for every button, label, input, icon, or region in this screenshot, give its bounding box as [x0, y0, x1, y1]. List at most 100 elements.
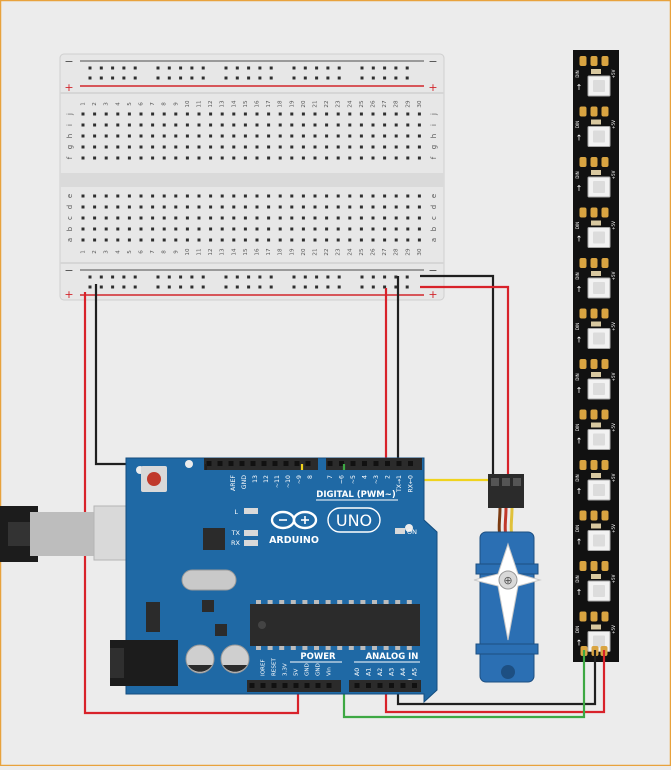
rail-hole[interactable]	[360, 275, 364, 279]
rail-hole[interactable]	[303, 66, 307, 70]
breadboard-hole[interactable]	[406, 238, 410, 242]
breadboard-hole[interactable]	[232, 112, 236, 116]
header-socket[interactable]	[228, 461, 234, 466]
rail-hole[interactable]	[190, 275, 194, 279]
header-socket[interactable]	[283, 461, 289, 466]
breadboard-hole[interactable]	[116, 134, 120, 138]
breadboard-hole[interactable]	[267, 227, 271, 231]
breadboard-hole[interactable]	[185, 227, 189, 231]
rail-hole[interactable]	[405, 275, 409, 279]
breadboard-hole[interactable]	[162, 145, 166, 149]
breadboard-hole[interactable]	[162, 112, 166, 116]
rail-hole[interactable]	[111, 285, 115, 289]
wire-red-5v-to-rail[interactable]	[83, 292, 300, 715]
rail-hole[interactable]	[371, 66, 375, 70]
breadboard-hole[interactable]	[209, 194, 213, 198]
breadboard-hole[interactable]	[127, 123, 131, 127]
rail-hole[interactable]	[133, 66, 137, 70]
breadboard-hole[interactable]	[313, 145, 317, 149]
breadboard-hole[interactable]	[116, 194, 120, 198]
breadboard-hole[interactable]	[116, 123, 120, 127]
breadboard-hole[interactable]	[139, 123, 143, 127]
breadboard-hole[interactable]	[81, 112, 85, 116]
rail-hole[interactable]	[337, 285, 341, 289]
neopixel-strip[interactable]: ↑DIN+5V↑DIN+5V↑DIN+5V↑DIN+5V↑DIN+5V↑DIN+…	[573, 50, 619, 662]
breadboard-hole[interactable]	[104, 123, 108, 127]
breadboard-hole[interactable]	[127, 205, 131, 209]
breadboard-hole[interactable]	[348, 123, 352, 127]
rail-hole[interactable]	[156, 66, 160, 70]
rail-hole[interactable]	[179, 76, 183, 80]
breadboard-hole[interactable]	[278, 227, 282, 231]
rail-hole[interactable]	[235, 66, 239, 70]
breadboard-hole[interactable]	[417, 156, 421, 160]
breadboard-hole[interactable]	[116, 156, 120, 160]
breadboard-hole[interactable]	[394, 145, 398, 149]
breadboard-hole[interactable]	[127, 112, 131, 116]
breadboard-hole[interactable]	[371, 205, 375, 209]
breadboard-hole[interactable]	[185, 134, 189, 138]
breadboard-hole[interactable]	[313, 238, 317, 242]
breadboard-hole[interactable]	[162, 156, 166, 160]
breadboard-hole[interactable]	[185, 194, 189, 198]
breadboard-hole[interactable]	[278, 156, 282, 160]
rail-hole[interactable]	[383, 275, 387, 279]
breadboard-hole[interactable]	[383, 194, 387, 198]
header-socket[interactable]	[408, 461, 413, 466]
breadboard-hole[interactable]	[301, 205, 305, 209]
rail-hole[interactable]	[315, 285, 319, 289]
header-socket[interactable]	[327, 461, 333, 466]
breadboard-hole[interactable]	[417, 145, 421, 149]
breadboard-hole[interactable]	[336, 194, 340, 198]
breadboard-hole[interactable]	[371, 238, 375, 242]
rail-hole[interactable]	[224, 275, 228, 279]
breadboard-hole[interactable]	[325, 123, 329, 127]
breadboard-hole[interactable]	[81, 238, 85, 242]
breadboard-hole[interactable]	[278, 205, 282, 209]
rail-hole[interactable]	[167, 66, 171, 70]
breadboard-hole[interactable]	[243, 216, 247, 220]
rail-hole[interactable]	[167, 76, 171, 80]
breadboard-hole[interactable]	[174, 216, 178, 220]
breadboard-hole[interactable]	[255, 238, 259, 242]
breadboard-hole[interactable]	[220, 227, 224, 231]
breadboard-hole[interactable]	[93, 194, 97, 198]
rail-hole[interactable]	[235, 275, 239, 279]
breadboard-hole[interactable]	[232, 227, 236, 231]
breadboard-hole[interactable]	[255, 123, 259, 127]
breadboard-hole[interactable]	[290, 227, 294, 231]
rail-hole[interactable]	[394, 285, 398, 289]
breadboard-hole[interactable]	[255, 227, 259, 231]
breadboard-hole[interactable]	[383, 134, 387, 138]
rail-hole[interactable]	[360, 66, 364, 70]
breadboard-hole[interactable]	[278, 145, 282, 149]
breadboard-hole[interactable]	[406, 145, 410, 149]
breadboard-hole[interactable]	[104, 112, 108, 116]
breadboard-hole[interactable]	[139, 134, 143, 138]
breadboard-hole[interactable]	[394, 227, 398, 231]
breadboard-hole[interactable]	[81, 145, 85, 149]
rail-hole[interactable]	[337, 76, 341, 80]
breadboard-hole[interactable]	[325, 145, 329, 149]
breadboard-hole[interactable]	[209, 112, 213, 116]
breadboard-hole[interactable]	[139, 238, 143, 242]
breadboard-hole[interactable]	[348, 205, 352, 209]
breadboard-hole[interactable]	[313, 194, 317, 198]
header-socket[interactable]	[377, 683, 383, 688]
breadboard-hole[interactable]	[371, 194, 375, 198]
breadboard-hole[interactable]	[359, 112, 363, 116]
rail-hole[interactable]	[133, 76, 137, 80]
breadboard-hole[interactable]	[232, 216, 236, 220]
breadboard-hole[interactable]	[383, 227, 387, 231]
breadboard-hole[interactable]	[336, 156, 340, 160]
header-socket[interactable]	[366, 683, 371, 688]
breadboard-hole[interactable]	[197, 227, 201, 231]
header-socket[interactable]	[206, 461, 212, 466]
header-socket[interactable]	[249, 683, 255, 688]
rail-hole[interactable]	[303, 76, 307, 80]
breadboard-hole[interactable]	[325, 227, 329, 231]
breadboard-hole[interactable]	[348, 112, 352, 116]
breadboard-hole[interactable]	[116, 227, 120, 231]
breadboard-hole[interactable]	[243, 145, 247, 149]
rail-hole[interactable]	[292, 66, 296, 70]
